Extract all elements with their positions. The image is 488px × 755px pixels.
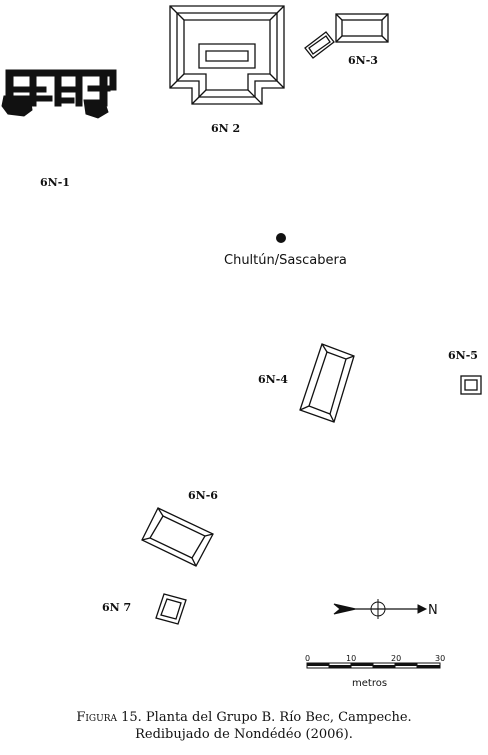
label-6n2: 6N 2 — [211, 122, 240, 135]
scale-tick-10: 10 — [346, 654, 356, 663]
figure-caption: Figura 15. Planta del Grupo B. Río Bec, … — [0, 709, 488, 743]
scale-bar — [306, 662, 441, 669]
north-label: N — [428, 603, 438, 618]
structure-6n5-plan — [460, 375, 482, 395]
structure-6n3-plan — [304, 13, 389, 59]
caption-line-2: Redibujado de Nondédéo (2006). — [135, 727, 353, 742]
structure-6n1-plan — [1, 69, 117, 119]
scale-tick-20: 20 — [391, 654, 401, 663]
label-6n1: 6N-1 — [40, 176, 70, 189]
structure-6n4-plan — [299, 343, 355, 423]
structure-6n7-plan — [155, 593, 187, 625]
north-arrow-icon — [333, 599, 428, 619]
label-6n7: 6N 7 — [102, 601, 131, 614]
label-6n5: 6N-5 — [448, 349, 478, 362]
figure-label: Figura 15. — [76, 710, 142, 725]
label-chultun: Chultún/Sascabera — [224, 253, 347, 268]
chultun-marker — [276, 233, 286, 243]
structure-6n2-plan — [169, 5, 285, 105]
scale-unit: metros — [352, 678, 387, 689]
caption-line-1: Figura 15. Planta del Grupo B. Río Bec, … — [0, 709, 488, 726]
scale-tick-30: 30 — [435, 654, 445, 663]
label-6n3: 6N-3 — [348, 54, 378, 67]
caption-text-1: Planta del Grupo B. Río Bec, Campeche. — [141, 710, 412, 725]
label-6n4: 6N-4 — [258, 373, 288, 386]
label-6n6: 6N-6 — [188, 489, 218, 502]
scale-tick-0: 0 — [305, 654, 310, 663]
structure-6n6-plan — [141, 507, 214, 567]
